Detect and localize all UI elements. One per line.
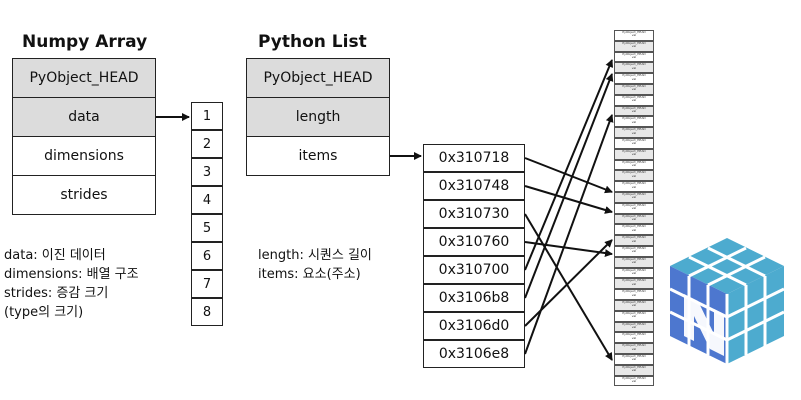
numpy-note-line: (type의 크기) (4, 305, 84, 320)
element-pointer-arrow (524, 157, 613, 194)
python-list-title: Python List (258, 32, 367, 52)
element-pointer-arrow (524, 185, 613, 214)
array-buffer-cell: 2 (191, 130, 223, 158)
numpy-strides-field: strides (12, 175, 156, 215)
element-pointer-arrow (524, 59, 614, 271)
list-note-line: length: 시퀀스 길이 (258, 248, 372, 263)
pointer-address-cell: 0x3106b8 (423, 284, 525, 312)
pointer-address-cell: 0x310700 (423, 256, 525, 284)
numpy-note-line: strides: 증감 크기 (4, 286, 109, 301)
pointer-address-cell: 0x310760 (423, 228, 525, 256)
numpy-cube-logo (669, 238, 785, 364)
array-buffer-cell: 6 (191, 242, 223, 270)
list-items-field: items (246, 136, 390, 176)
element-pointer-arrows (524, 59, 614, 361)
pointer-address-cell: 0x3106d0 (423, 312, 525, 340)
pointer-address-cell: 0x310718 (423, 144, 525, 172)
array-buffer-cell: 3 (191, 158, 223, 186)
pointer-address-cell: 0x310748 (423, 172, 525, 200)
pointer-address-cell: 0x310730 (423, 200, 525, 228)
array-buffer-cell: 4 (191, 186, 223, 214)
element-pointer-arrow (524, 213, 613, 361)
numpy-note-line: dimensions: 배열 구조 (4, 267, 139, 282)
numpy-note-line: data: 이진 데이터 (4, 248, 106, 263)
element-pointer-arrow (524, 73, 614, 299)
numpy-data-field: data (12, 97, 156, 137)
numpy-array-title: Numpy Array (22, 32, 148, 52)
list-pyobject-head: PyObject_HEAD (246, 58, 390, 98)
array-buffer-cell: 8 (191, 298, 223, 326)
array-buffer-cell: 7 (191, 270, 223, 298)
pointer-address-cell: 0x3106e8 (423, 340, 525, 368)
array-buffer-cell: 5 (191, 214, 223, 242)
element-pointer-arrow (524, 241, 613, 258)
list-notes: length: 시퀀스 길이 items: 요소(주소) (258, 246, 372, 284)
numpy-notes: data: 이진 데이터 dimensions: 배열 구조 strides: … (4, 246, 139, 322)
array-buffer-cell: 1 (191, 102, 223, 130)
element-pointer-arrow (524, 114, 614, 355)
list-note-line: items: 요소(주소) (258, 267, 361, 282)
element-pointer-arrow (524, 239, 613, 327)
